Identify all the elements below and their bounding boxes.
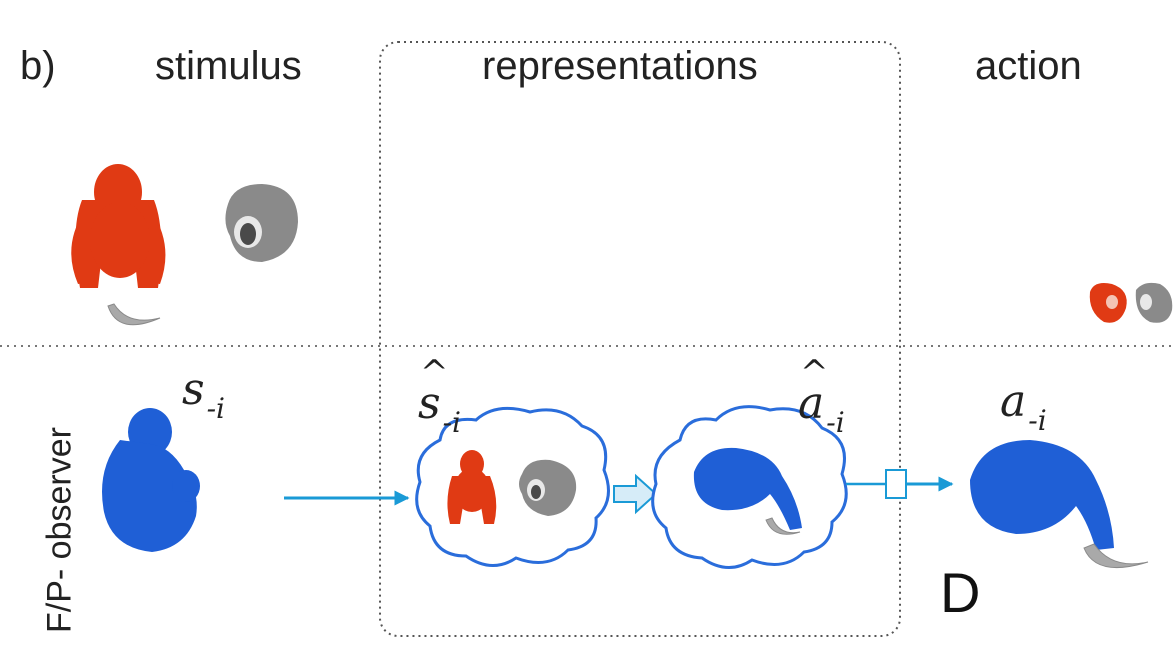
action-symbol-base: a — [1000, 376, 1027, 427]
estimated-action-hat: ^ — [800, 353, 829, 393]
inference-arrow — [613, 473, 658, 515]
estimated-action-sub: -i — [826, 406, 845, 439]
observer-icon — [102, 408, 200, 552]
estimated-stimulus-base: s — [418, 378, 441, 429]
gorilla-stimulus-icon — [225, 184, 298, 262]
action-symbol: a-i — [1000, 380, 1047, 435]
representations-box — [379, 41, 901, 637]
estimated-stimulus-symbol: ^s-i — [418, 356, 462, 439]
observer-row-label: F/P- observer — [40, 427, 79, 633]
action-header: action — [975, 44, 1082, 88]
represented-banana-icon — [765, 517, 801, 535]
stimulus-symbol: s-i — [182, 368, 225, 423]
stimulus-representation-cloud — [415, 406, 610, 567]
estimated-stimulus-hat: ^ — [420, 353, 449, 393]
stimulus-header: stimulus — [155, 44, 302, 88]
marker-letter-d: D — [940, 561, 981, 624]
action-symbol-sub: -i — [1028, 404, 1047, 437]
action-banana-icon — [1083, 543, 1149, 569]
estimated-action-base: a — [798, 378, 825, 429]
action-chimp-mini-icon — [1089, 283, 1127, 323]
representations-header: representations — [482, 44, 758, 88]
represented-chimpanzee-icon — [447, 450, 497, 524]
decision-gate — [885, 469, 907, 499]
stimulus-symbol-sub: -i — [206, 392, 226, 425]
represented-action-icon — [693, 447, 802, 530]
stimulus-symbol-base: s — [182, 364, 205, 415]
represented-gorilla-icon — [519, 459, 577, 516]
action-gorilla-mini-icon — [1135, 282, 1173, 323]
estimated-action-symbol: ^a-i — [798, 356, 845, 439]
estimated-stimulus-sub: -i — [442, 406, 462, 439]
chimpanzee-stimulus-icon — [71, 164, 166, 288]
panel-label: b) — [20, 44, 56, 88]
banana-stimulus-icon — [107, 303, 161, 326]
action-observer-icon — [970, 440, 1114, 550]
